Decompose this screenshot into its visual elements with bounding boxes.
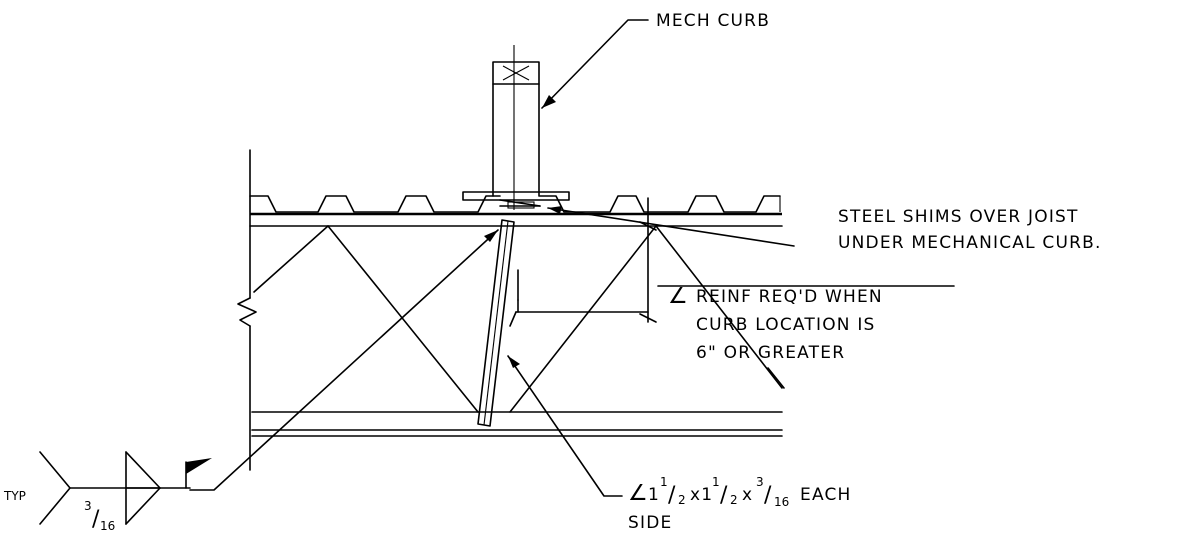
mech-curb: [462, 45, 570, 210]
steel-shims-label-1: STEEL SHIMS OVER JOIST: [838, 207, 1079, 227]
reinf-angle-symbol: ∠: [668, 284, 688, 309]
angle-each: EACH: [800, 485, 852, 505]
weld-size-slash: /: [92, 507, 100, 532]
angle-frac1-num: 1: [660, 475, 668, 489]
angle-size-whole: 1: [648, 485, 660, 505]
field-weld-flag-icon: [186, 458, 212, 474]
weld-size-num: 3: [84, 499, 92, 513]
angle-side-label: SIDE: [628, 513, 672, 533]
reinforcing-angle: [477, 219, 515, 427]
angle-x2: x: [742, 485, 753, 505]
reinf-label-3: 6" OR GREATER: [696, 343, 845, 363]
angle-x1: x1: [690, 485, 713, 505]
steel-shims-label-2: UNDER MECHANICAL CURB.: [838, 233, 1102, 253]
angle-size-label: ∠ 1 1 / 2 x1 1 / 2 x 3 / 16 EACH: [628, 475, 852, 509]
mech-curb-label: MECH CURB: [656, 11, 770, 31]
wall-edge: [237, 149, 257, 471]
angle-frac2-num: 1: [712, 475, 720, 489]
reinf-label-1: REINF REQ'D WHEN: [696, 287, 883, 307]
joist-top-chord: [249, 212, 783, 227]
angle-frac3-den: 16: [774, 495, 789, 509]
leaders: [189, 19, 955, 497]
angle-frac3-num: 3: [756, 475, 764, 489]
angle-frac2-den: 2: [730, 493, 738, 507]
weld-typ-label: TYP: [3, 489, 26, 503]
angle-frac2-slash: /: [720, 483, 728, 508]
roof-deck: [249, 195, 781, 213]
angle-frac1-slash: /: [668, 483, 676, 508]
reinf-label-2: CURB LOCATION IS: [696, 315, 876, 335]
weld-symbol[interactable]: [39, 451, 212, 525]
angle-frac1-den: 2: [678, 493, 686, 507]
joist-bottom-chord: [251, 411, 783, 437]
angle-frac3-slash: /: [764, 483, 772, 508]
weld-size-den: 16: [100, 519, 115, 533]
angle-symbol: ∠: [628, 481, 648, 506]
joist-web: [253, 225, 783, 413]
